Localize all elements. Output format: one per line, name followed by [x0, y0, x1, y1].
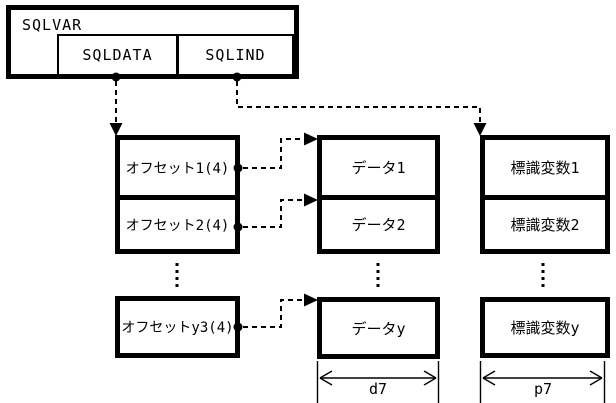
sqlind-label: SQLIND	[205, 46, 266, 64]
offset1-pointer-arrow	[233, 132, 318, 173]
data-row-1: データ1	[351, 159, 406, 177]
row-divider	[120, 195, 235, 200]
d7-dimension-arrow	[316, 361, 440, 403]
sqlvar-pointer-cells: SQLDATA SQLIND	[57, 34, 294, 74]
cell-divider	[176, 36, 179, 74]
offset-row-1: オフセット1(4)	[125, 160, 230, 177]
offset2-pointer-arrow	[233, 193, 318, 232]
data-width-label: d7	[368, 380, 388, 398]
offset-row-2: オフセット2(4)	[125, 217, 230, 234]
sqlind-pointer-arrow	[232, 72, 487, 136]
sqldata-pointer-arrow	[109, 72, 123, 136]
data-table: データ1 データ2	[317, 135, 440, 254]
sqlvar-title: SQLVAR	[22, 16, 83, 34]
data-row-2: データ2	[351, 216, 406, 234]
row-divider	[485, 195, 605, 200]
sqldata-cell: SQLDATA	[59, 36, 176, 74]
offsety-pointer-arrow	[233, 293, 318, 332]
sqlvar-box: SQLVAR	[6, 5, 299, 79]
data-row-y: データy	[317, 297, 440, 359]
p7-dimension-arrow	[479, 361, 606, 403]
sqldata-label: SQLDATA	[82, 46, 153, 64]
row-divider	[322, 195, 435, 200]
indicator-table: 標識変数1 標識変数2	[480, 135, 610, 254]
indicator-row-2: 標識変数2	[510, 216, 580, 234]
ellipsis-dots	[175, 263, 545, 290]
indicator-row-1: 標識変数1	[510, 159, 580, 177]
offset-row-y: オフセットy3(4)	[115, 296, 240, 358]
indicator-row-y: 標識変数y	[480, 297, 610, 358]
indicator-width-label: p7	[533, 380, 553, 398]
sqlind-cell: SQLIND	[179, 36, 292, 74]
offset-table: オフセット1(4) オフセット2(4)	[115, 135, 240, 254]
